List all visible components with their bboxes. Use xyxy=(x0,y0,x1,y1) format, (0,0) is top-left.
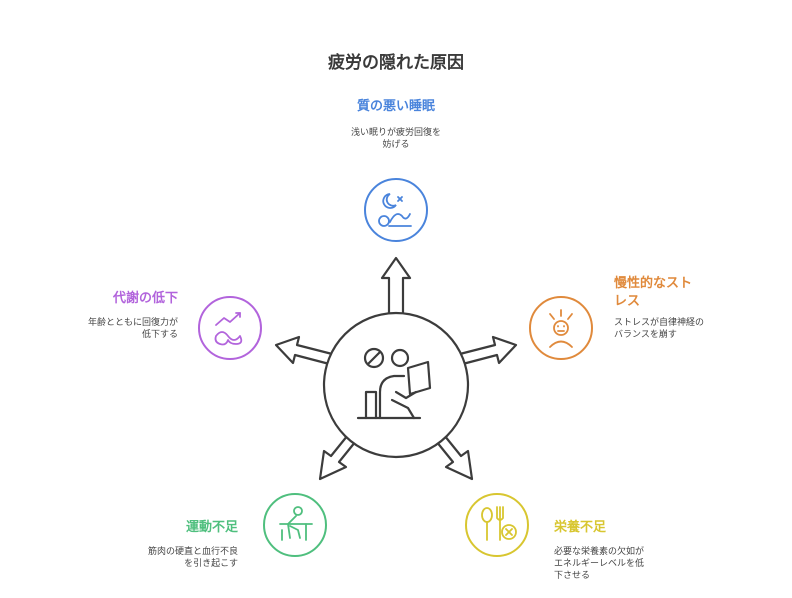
metabolism-trend-icon xyxy=(214,312,243,346)
desc-stress-line2: バランスを崩す xyxy=(614,330,677,340)
desc-nutrition-line3: 下させる xyxy=(554,571,591,581)
moon-sleep-icon xyxy=(378,193,412,227)
heading-stress: 慢性的なスト レス xyxy=(614,275,724,311)
node-sleep xyxy=(364,178,428,242)
hub-circle xyxy=(322,311,470,459)
page-title: 疲労の隠れた原因 xyxy=(328,53,464,73)
desc-exercise-line1: 筋肉の硬直と血行不良 xyxy=(147,547,238,557)
node-stress xyxy=(529,296,593,360)
node-exercise xyxy=(263,493,327,557)
person-at-desk-icon xyxy=(279,506,313,541)
desc-stress: ストレスが自律神経の バランスを崩す xyxy=(614,317,764,341)
node-nutrition xyxy=(465,493,529,557)
heading-stress-line2: レス xyxy=(614,294,641,309)
utensils-cross-icon xyxy=(481,506,517,541)
heading-metabolism: 代謝の低下 xyxy=(112,291,178,306)
tired-person-reading-icon xyxy=(356,347,432,420)
desc-sleep-line2: 妨げる xyxy=(382,140,410,150)
heading-nutrition: 栄養不足 xyxy=(554,520,607,535)
desc-metabolism-line2: 低下する xyxy=(141,330,178,340)
stressed-person-icon xyxy=(549,309,573,348)
desc-exercise-line2: を引き起こす xyxy=(184,559,238,569)
heading-stress-line1: 慢性的なスト xyxy=(614,276,693,291)
desc-sleep: 浅い眠りが疲労回復を 妨げる xyxy=(296,127,496,151)
desc-sleep-line1: 浅い眠りが疲労回復を xyxy=(350,128,441,138)
desc-metabolism-line1: 年齢とともに回復力が xyxy=(87,318,178,328)
desc-metabolism: 年齢とともに回復力が 低下する xyxy=(28,317,178,341)
heading-sleep: 質の悪い睡眠 xyxy=(356,99,435,114)
heading-exercise: 運動不足 xyxy=(185,520,238,535)
central-hub xyxy=(274,256,518,481)
desc-stress-line1: ストレスが自律神経の xyxy=(614,318,705,328)
desc-nutrition-line2: エネルギーレベルを低 xyxy=(554,559,645,569)
node-metabolism xyxy=(198,296,262,360)
desc-exercise: 筋肉の硬直と血行不良 を引き起こす xyxy=(88,546,238,570)
desc-nutrition: 必要な栄養素の欠如が エネルギーレベルを低 下させる xyxy=(554,546,704,582)
desc-nutrition-line1: 必要な栄養素の欠如が xyxy=(554,547,645,557)
arrow-up xyxy=(380,256,412,320)
